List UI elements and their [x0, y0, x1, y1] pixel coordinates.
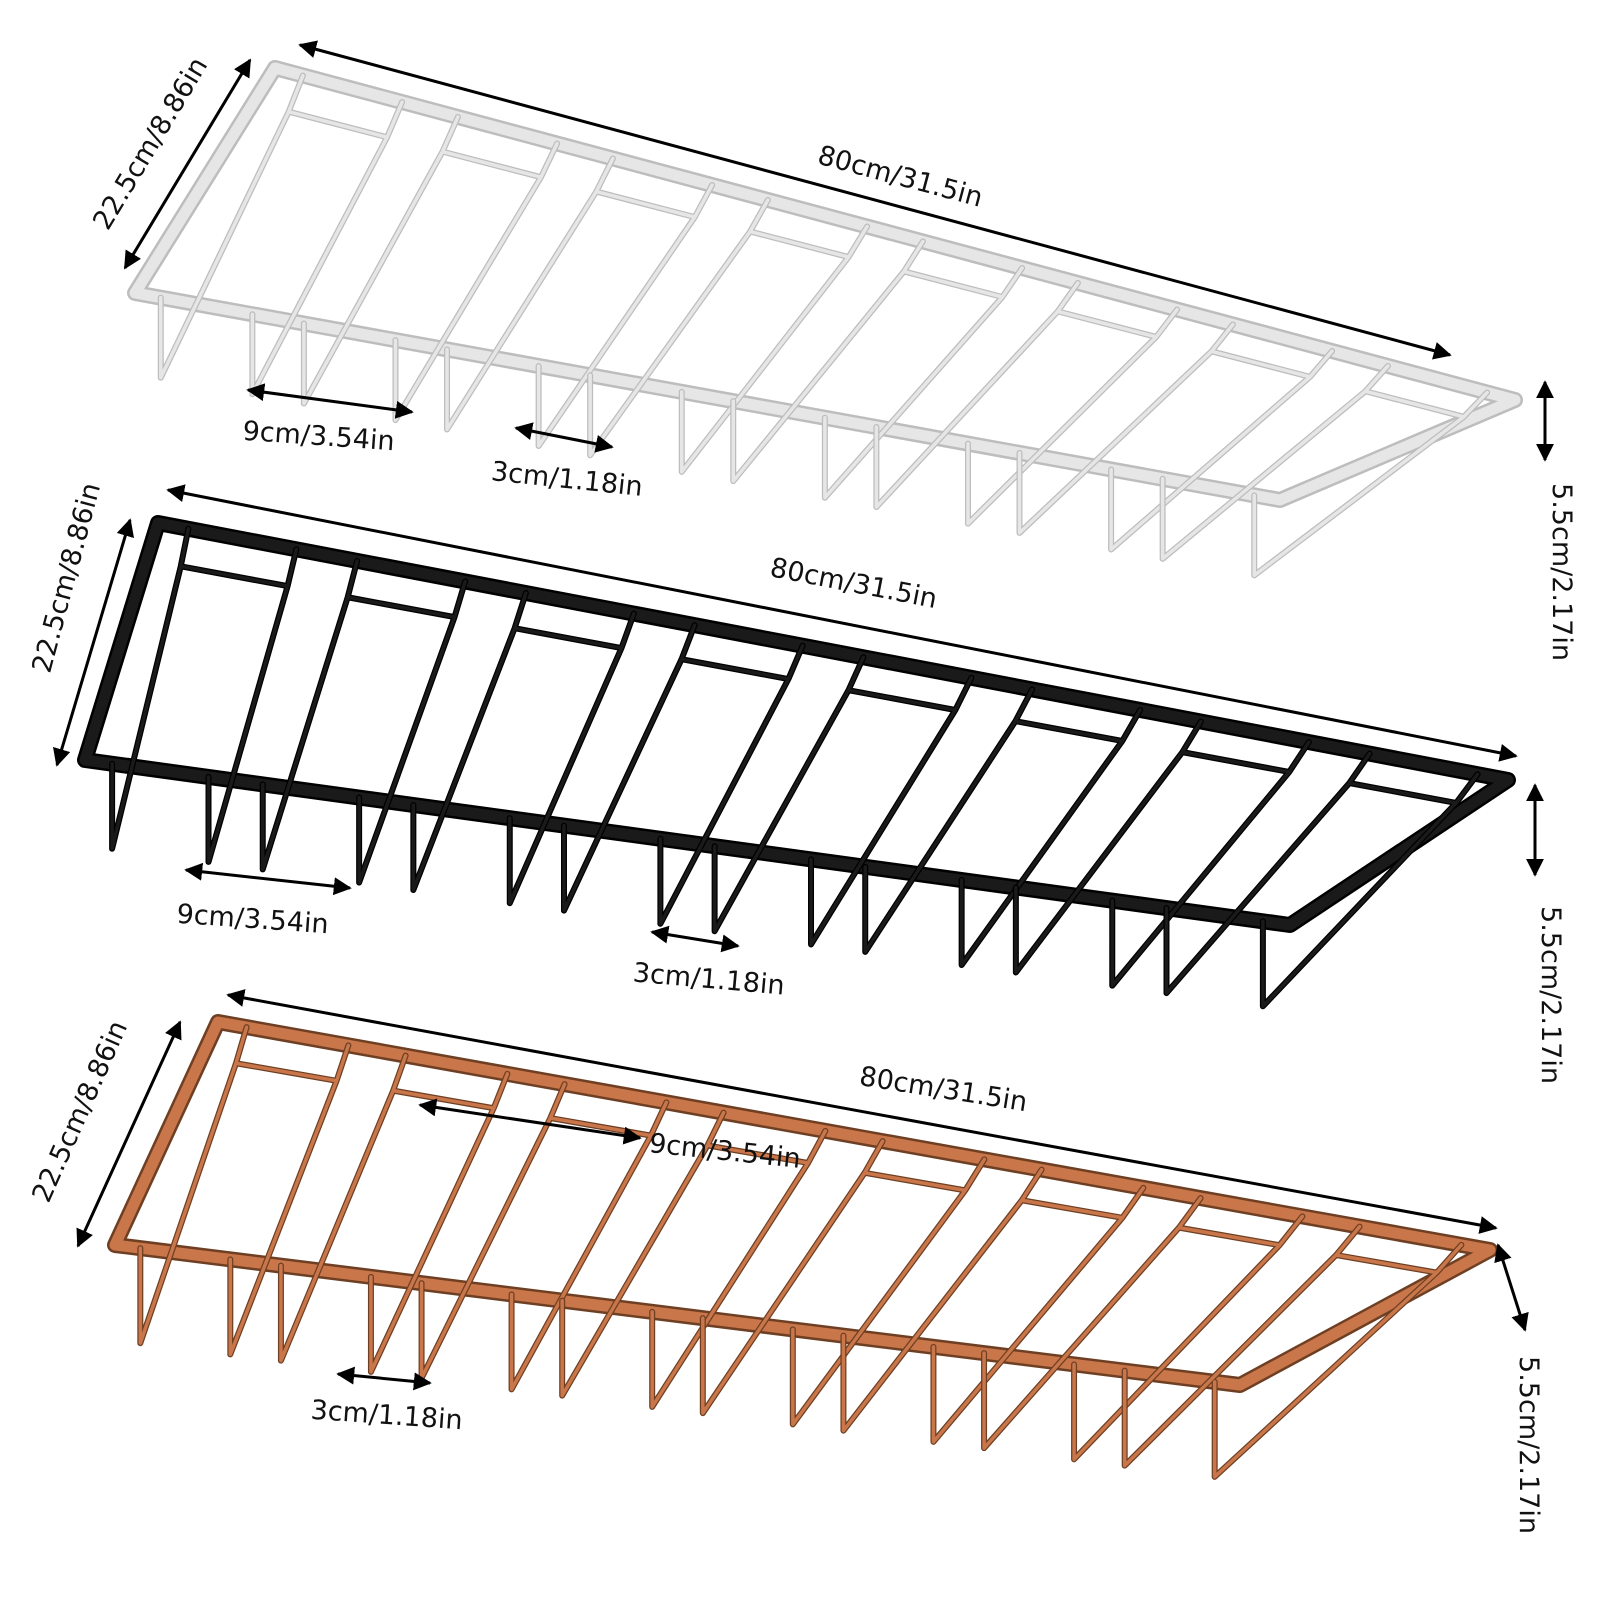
- gap-label: 3cm/1.18in: [632, 957, 786, 1001]
- glass-rail-edge: [862, 686, 1144, 969]
- glass-rail: [159, 73, 404, 396]
- length-arrow: [298, 40, 1452, 360]
- slot-label: 9cm/3.54in: [648, 1128, 803, 1175]
- gap-arrow: [336, 1366, 432, 1391]
- length-label: 80cm/31.5in: [857, 1061, 1029, 1118]
- glass-rail: [302, 115, 559, 422]
- glass-rail: [279, 1053, 510, 1374]
- slot-label: 9cm/3.54in: [242, 416, 396, 458]
- width-arrow: [53, 518, 134, 767]
- glass-rail: [1122, 1224, 1464, 1479]
- height-label: 5.5cm/2.17in: [1513, 1356, 1544, 1534]
- slot-arrow: [184, 862, 352, 896]
- rack-black: 80cm/31.5in 22.5cm/8.86in 5.5cm/2.17in 9…: [27, 480, 1566, 1084]
- width-label: 22.5cm/8.86in: [26, 1016, 134, 1207]
- glass-rail: [138, 1025, 351, 1357]
- slot-label: 9cm/3.54in: [176, 899, 330, 941]
- gap-arrow: [650, 925, 740, 953]
- glass-rail: [562, 623, 805, 926]
- glass-rail: [1160, 364, 1489, 578]
- glass-rail: [712, 655, 974, 947]
- slot-arrow: [418, 1098, 642, 1145]
- gap-label: 3cm/1.18in: [310, 1395, 464, 1437]
- glass-rail-edge: [1163, 750, 1481, 1010]
- width-arrow: [123, 58, 252, 270]
- width-arrow: [76, 1020, 182, 1248]
- length-label: 80cm/31.5in: [814, 140, 986, 214]
- height-label: 5.5cm/2.17in: [1535, 906, 1566, 1084]
- glass-rail: [874, 281, 1179, 526]
- height-arrow: [1494, 1243, 1529, 1332]
- length-label: 80cm/31.5in: [768, 552, 940, 615]
- glass-rail-edge: [300, 113, 561, 424]
- glass-rail: [841, 1167, 1146, 1444]
- width-label: 22.5cm/8.86in: [27, 480, 107, 676]
- glass-rail-edge: [873, 279, 1181, 527]
- glass-rail: [1164, 751, 1480, 1009]
- length-arrow: [166, 484, 1518, 762]
- glass-rail: [1017, 322, 1334, 552]
- glass-rail-edge: [1016, 321, 1336, 553]
- glass-rail-edge: [840, 1166, 1147, 1445]
- glass-rail-edge: [444, 155, 716, 449]
- slot-arrow: [246, 383, 414, 419]
- rack-copper: 80cm/31.5in 22.5cm/8.86in 5.5cm/2.17in 9…: [26, 989, 1544, 1534]
- gap-label: 3cm/1.18in: [490, 456, 645, 503]
- glass-rail: [863, 687, 1142, 967]
- glass-rail: [445, 156, 714, 448]
- height-label: 5.5cm/2.17in: [1546, 483, 1577, 661]
- length-arrow: [226, 989, 1498, 1234]
- gap-arrow: [514, 422, 614, 453]
- glass-rail-edge: [1159, 362, 1491, 579]
